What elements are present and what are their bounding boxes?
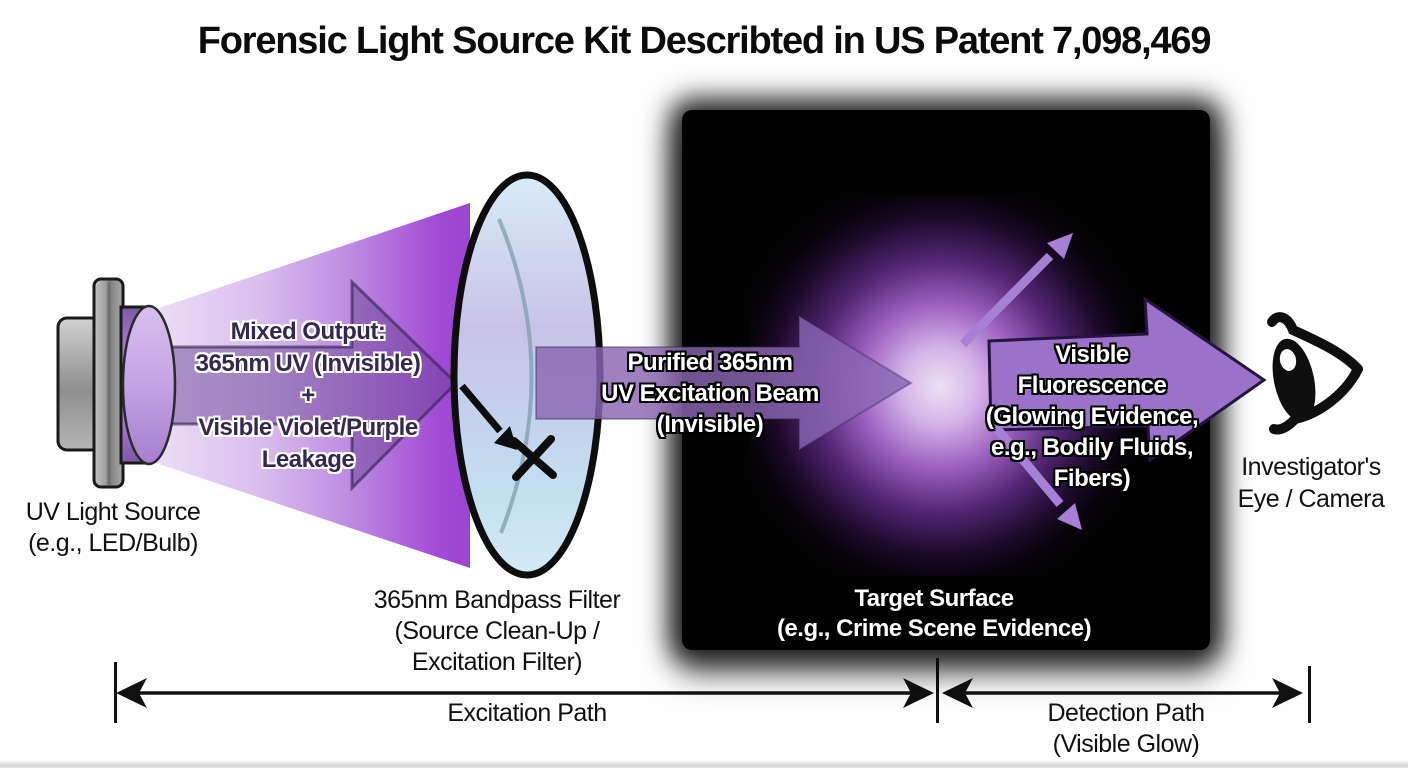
- fluorescence-scatter-arrow-up: [959, 233, 1073, 348]
- fluorescence-line: e.g., Bodily Fluids,: [990, 434, 1194, 461]
- fluorescence-line: Fluorescence: [1017, 372, 1167, 399]
- excitation-path-label: Excitation Path: [447, 698, 607, 729]
- lens-reflection-arc: [497, 218, 534, 534]
- mixed-output-line: +: [301, 382, 315, 409]
- fluorescence-scatter-arrow-down: [985, 416, 1082, 530]
- mixed-output-line: Leakage: [261, 446, 355, 473]
- purified-beam-line: UV Excitation Beam: [601, 380, 819, 407]
- lamp-face: [121, 304, 177, 466]
- mixed-output-line: 365nm UV (Invisible): [195, 350, 421, 377]
- page-title: Forensic Light Source Kit Describted in …: [197, 20, 1212, 62]
- uv-lamp: [56, 277, 177, 489]
- mixed-output-line: Visible Violet/Purple: [198, 414, 418, 441]
- bandpass-filter-line: (Source Clean-Up /: [394, 617, 600, 645]
- detection-path-arrow: [942, 678, 1303, 708]
- investigator-label: Investigator's Eye / Camera: [1238, 451, 1385, 515]
- cone-arrow-icon: [166, 278, 459, 492]
- investigator-line: Eye / Camera: [1237, 485, 1385, 513]
- eye-icon: [1267, 312, 1363, 435]
- fluorescence-line: Fibers): [1053, 465, 1131, 492]
- detection-path-label: Detection Path (Visible Glow): [1047, 698, 1206, 760]
- mixed-light-cone: [150, 203, 470, 568]
- blocked-light-arrow-icon: [459, 383, 517, 450]
- mixed-output-label: Mixed Output: 365nm UV (Invisible) + Vis…: [196, 316, 421, 476]
- fluorescence-main-arrow: [987, 296, 1267, 463]
- bandpass-filter-line: 365nm Bandpass Filter: [373, 586, 621, 614]
- fluorescence-label: Visible Fluorescence (Glowing Evidence, …: [985, 339, 1199, 494]
- purified-beam-line: (Invisible): [656, 411, 764, 438]
- x-mark-icon: [510, 435, 557, 481]
- excitation-path-arrow: [116, 678, 934, 708]
- bandpass-filter-line: Excitation Filter): [411, 648, 583, 676]
- uv-source-line: (e.g., LED/Bulb): [28, 529, 198, 557]
- purified-beam-line: Purified 365nm: [627, 349, 793, 376]
- excitation-beam-arrow: [535, 314, 913, 452]
- fluorescence-line: Visible: [1055, 341, 1129, 368]
- uv-source-line: UV Light Source: [25, 498, 201, 526]
- mixed-output-line: Mixed Output:: [230, 318, 386, 345]
- target-surface-line: Target Surface: [854, 585, 1014, 612]
- fluorescence-line: (Glowing Evidence,: [985, 403, 1199, 430]
- detection-path-line: (Visible Glow): [1052, 730, 1200, 758]
- fluorescence-arrows: [959, 233, 1267, 530]
- image-edge-artifact: [0, 760, 1408, 768]
- uv-source-label: UV Light Source (e.g., LED/Bulb): [26, 497, 201, 559]
- detection-path-line: Detection Path: [1047, 699, 1206, 727]
- excitation-path-line: Excitation Path: [447, 699, 607, 727]
- investigator-line: Investigator's: [1241, 453, 1381, 481]
- purified-beam-label: Purified 365nm UV Excitation Beam (Invis…: [601, 347, 819, 440]
- target-surface-label: Target Surface (e.g., Crime Scene Eviden…: [776, 584, 1092, 644]
- scale-bar: [114, 658, 1311, 723]
- target-surface-line: (e.g., Crime Scene Evidence): [776, 615, 1092, 642]
- bandpass-filter-label: 365nm Bandpass Filter (Source Clean-Up /…: [374, 585, 621, 678]
